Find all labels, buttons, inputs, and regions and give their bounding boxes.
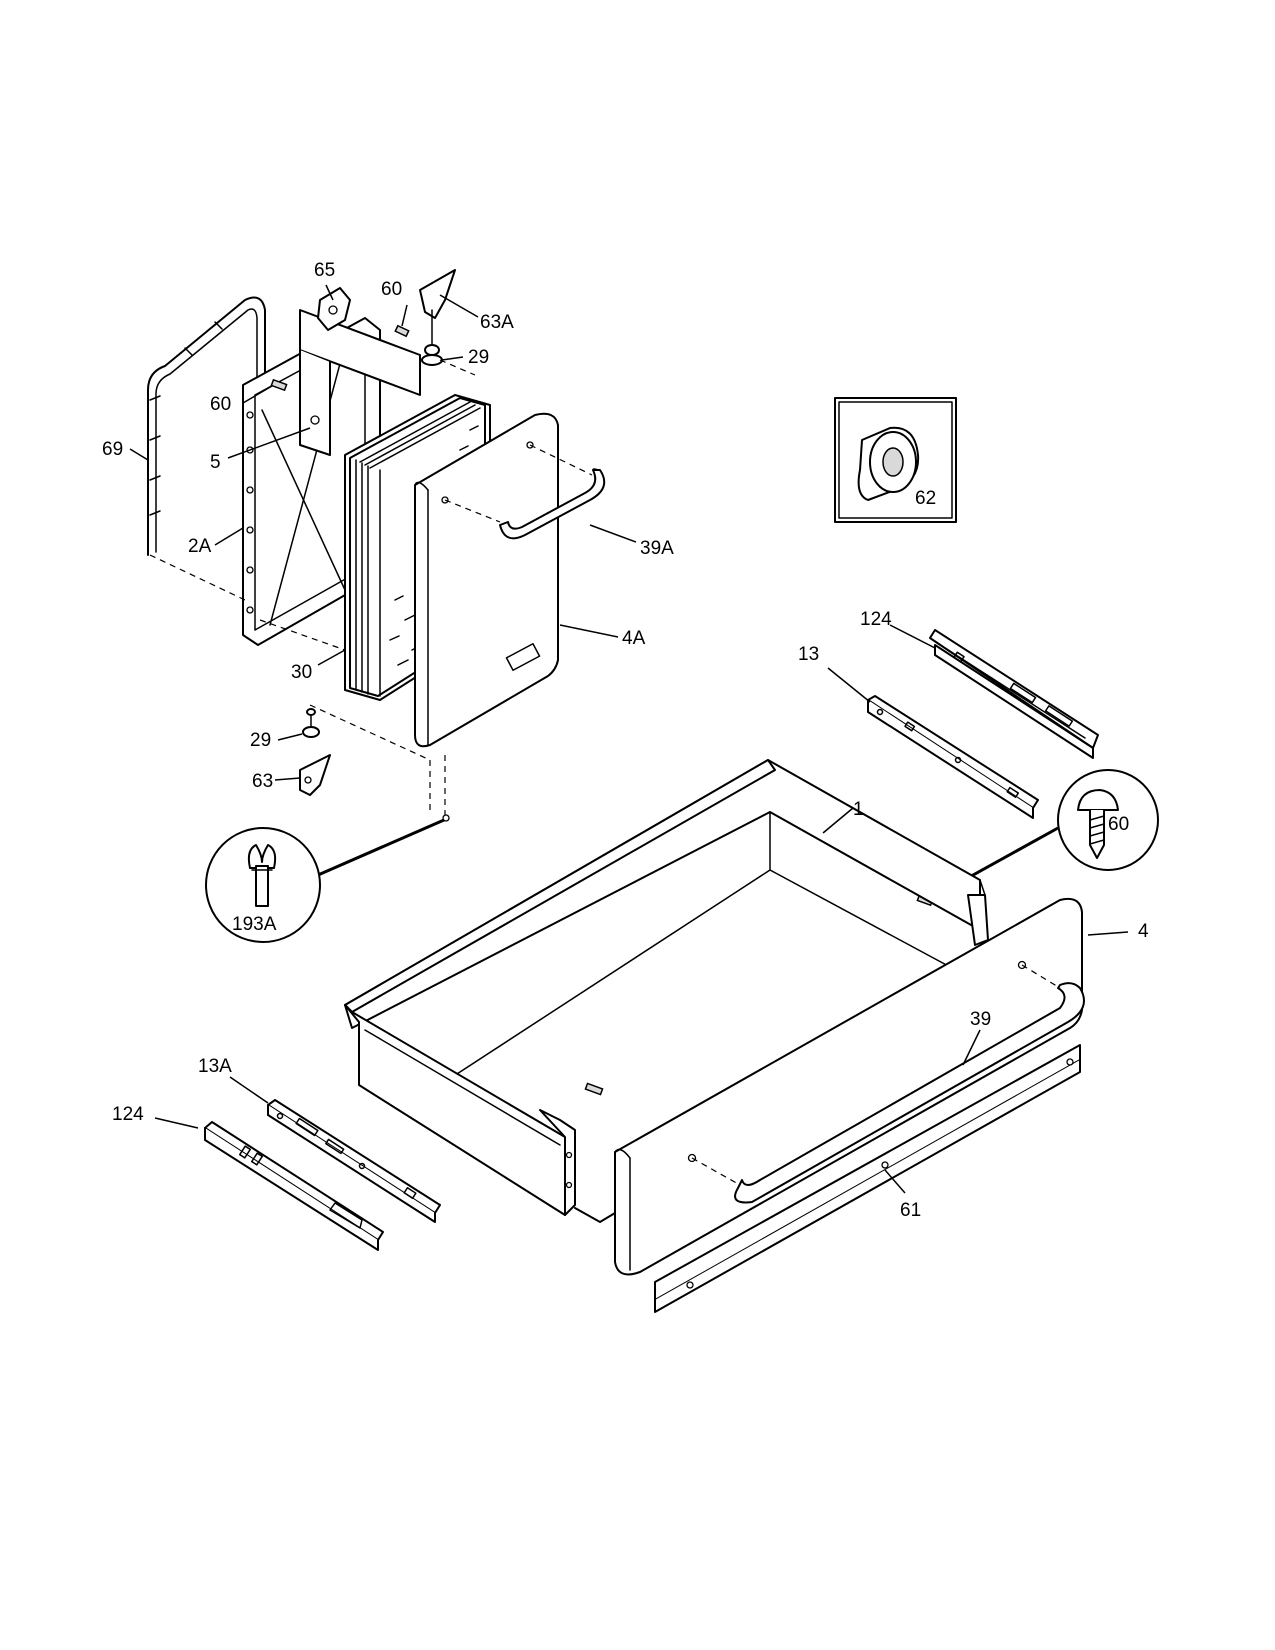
label-13A: 13A [198,1056,232,1077]
outer-door-4A [414,412,559,748]
label-61: 61 [900,1200,921,1221]
label-39A: 39A [640,538,674,559]
label-63: 63 [252,771,273,792]
hinge-63A [419,269,456,346]
label-29-top: 29 [468,347,489,368]
drawer-handle-39 [734,982,1085,1204]
slide-rail-13-right [867,695,1039,819]
screw-60-top [394,324,410,338]
label-193A: 193A [232,914,277,935]
part-labels: 65 60 63A 29 60 69 5 2A 39A 4A 30 29 63 … [102,260,1149,1221]
hinge-63 [299,754,331,796]
callout-62 [834,397,957,523]
screw-60-left [270,378,288,392]
label-5: 5 [210,452,221,473]
label-65: 65 [314,260,335,281]
label-60-left: 60 [210,394,231,415]
label-62: 62 [915,488,936,509]
label-2A: 2A [188,536,212,557]
label-63A: 63A [480,312,514,333]
label-124-left: 124 [112,1104,144,1125]
label-4A: 4A [622,628,646,649]
label-13: 13 [798,644,819,665]
callout-193A [205,818,445,943]
label-29-bottom: 29 [250,730,271,751]
slide-rail-124-right [929,629,1099,759]
slide-rail-13A-left [267,1099,441,1223]
label-60-top: 60 [381,279,402,300]
washer-29-bottom [302,708,320,738]
door-bottom-pin [442,814,450,822]
label-4: 4 [1138,921,1149,942]
door-handle-39A [499,468,606,540]
clip-65 [317,287,351,331]
washer-29-top [421,344,443,366]
drawer-assembly-lines [691,964,1061,1186]
label-1: 1 [853,799,864,820]
door-assembly-lines [149,359,593,815]
label-124-right: 124 [860,609,892,630]
label-69: 69 [102,439,123,460]
label-39: 39 [970,1009,991,1030]
label-30: 30 [291,662,312,683]
screw-drawer-left [584,1082,604,1096]
slide-rail-124-left [204,1121,384,1251]
drawer-body-1 [344,759,989,1223]
leader-lines [129,284,1129,1194]
label-60-callout: 60 [1108,814,1129,835]
kick-plate-61 [654,1044,1081,1313]
